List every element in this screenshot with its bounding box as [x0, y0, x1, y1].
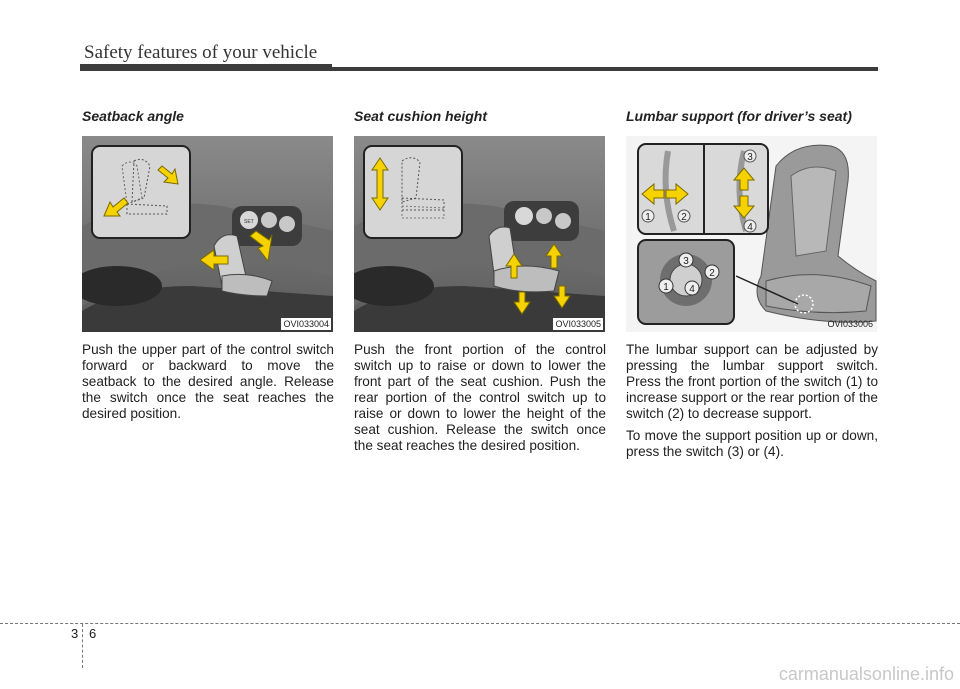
switch-callout-4-label: 4	[689, 284, 695, 295]
callout-1-badge: 1	[641, 209, 655, 223]
callout-4-label: 4	[747, 222, 753, 233]
switch-callout-2: 2	[704, 264, 720, 280]
arrow-lumbar-decrease-icon	[665, 182, 689, 206]
arrow-recline-icon	[103, 197, 129, 217]
paragraph: Push the front portion of the control sw…	[354, 342, 606, 453]
paragraph: To move the support position up or down,…	[626, 428, 878, 459]
section-title: Seat cushion height	[354, 108, 488, 124]
section-title: Seatback angle	[82, 108, 184, 124]
switch-callout-1: 1	[658, 278, 674, 294]
callout-3-badge: 3	[743, 149, 757, 163]
figure-code: OVI033005	[553, 318, 603, 330]
figure-code: OVI033004	[281, 318, 331, 330]
arrow-lumbar-increase-icon	[641, 182, 665, 206]
figure-lumbar-support: 1 2 3 4 1 2 3 4 OVI033006	[626, 136, 877, 332]
paragraph: The lumbar support can be adjusted by pr…	[626, 342, 878, 421]
switch-callout-3: 3	[678, 252, 694, 268]
page-header-title: Safety features of your vehicle	[84, 42, 318, 63]
arrow-up-down-icon	[371, 157, 389, 211]
seatback-inset-panel	[91, 145, 191, 239]
header-rule	[80, 67, 878, 71]
watermark: carmanualsonline.info	[778, 664, 954, 684]
callout-4-badge: 4	[743, 219, 757, 233]
header-rule-accent	[80, 64, 332, 71]
switch-callout-4: 4	[684, 280, 700, 296]
lumbar-switch-illustration: 1 2 3 4 1 2 3 4	[626, 136, 877, 332]
section-seat-cushion-height: Seat cushion height	[354, 108, 606, 454]
figure-seat-cushion-height: OVI033005	[354, 136, 605, 332]
cushion-switch-illustration	[354, 136, 605, 332]
arrow-backward-icon	[199, 249, 229, 271]
footer-rule	[0, 623, 960, 624]
switch-callout-2-label: 2	[709, 268, 715, 279]
set-button-label: SET	[244, 219, 254, 225]
cushion-inset-panel	[363, 145, 463, 239]
figure-code: OVI033006	[827, 319, 873, 329]
arrow-forward-icon	[249, 230, 273, 263]
arrow-front-down-icon	[553, 285, 571, 309]
chapter-number: 3	[71, 626, 79, 641]
figure-seatback-angle: SET OVI033004	[82, 136, 333, 332]
callout-2-label: 2	[681, 212, 687, 223]
arrow-front-up-icon	[545, 243, 563, 269]
section-seatback-angle: Seatback angle SET	[82, 108, 334, 422]
switch-callout-3-label: 3	[683, 256, 689, 267]
seatback-switch-illustration: SET	[82, 136, 333, 332]
section-lumbar-support: Lumbar support (for driver’s seat) 1 2 3…	[626, 108, 878, 460]
switch-callout-1-label: 1	[663, 282, 669, 293]
callout-2-badge: 2	[677, 209, 691, 223]
arrow-lumbar-down-icon	[732, 195, 756, 219]
page-number: 6	[89, 626, 97, 641]
arrow-upright-icon	[157, 165, 179, 185]
callout-3-label: 3	[747, 152, 753, 163]
section-title: Lumbar support (for driver’s seat)	[626, 108, 852, 124]
callout-1-label: 1	[645, 212, 651, 223]
arrow-lumbar-up-icon	[732, 167, 756, 191]
footer-divider	[82, 624, 83, 668]
paragraph: Push the upper part of the control switc…	[82, 342, 334, 421]
arrow-rear-down-icon	[513, 291, 531, 315]
arrow-rear-up-icon	[505, 253, 523, 279]
